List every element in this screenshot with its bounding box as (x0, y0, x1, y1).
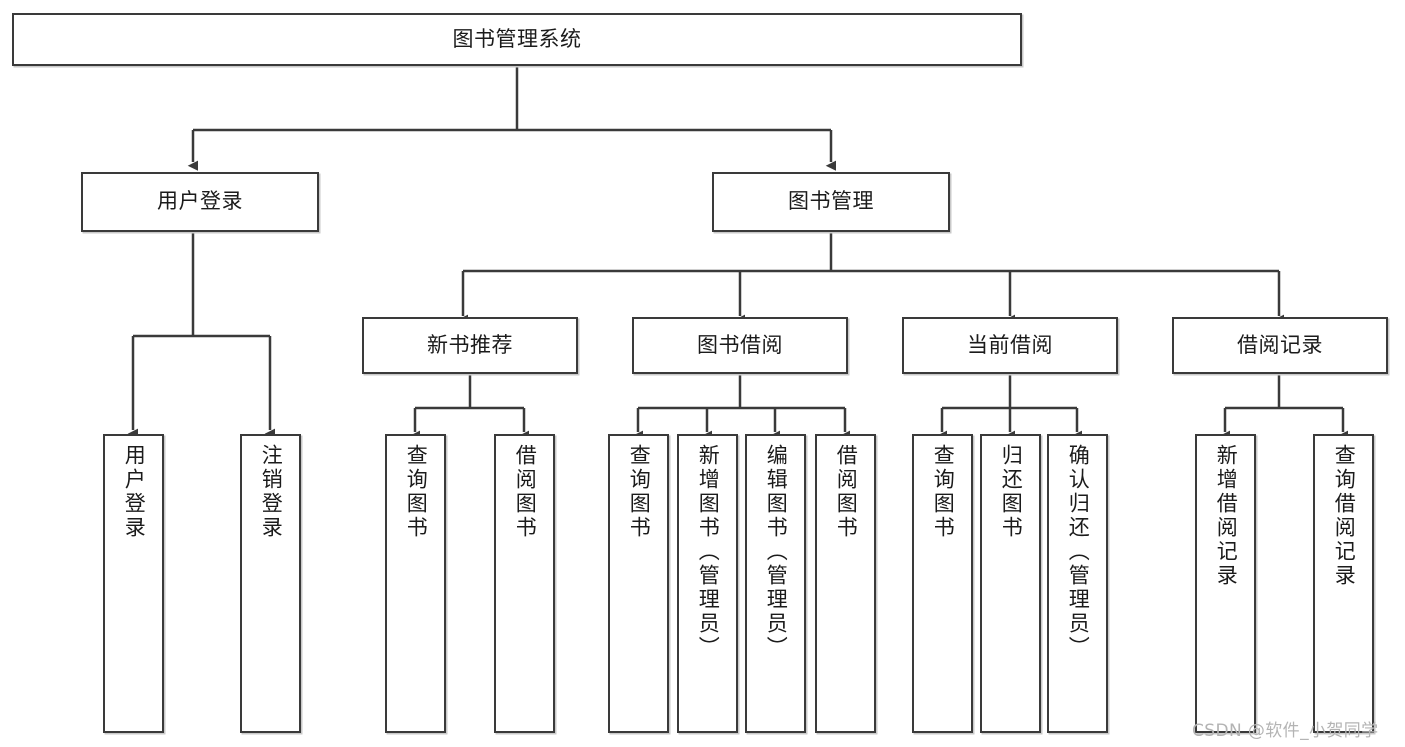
node-root-label: 图书管理系统 (452, 26, 582, 51)
node-user-login[interactable]: 用户登录 (81, 172, 319, 232)
node-current-borrow[interactable]: 当前借阅 (902, 317, 1118, 374)
node-borrow-record[interactable]: 借阅记录 (1172, 317, 1388, 374)
watermark-text: CSDN @软件_小贺同学 (1192, 721, 1379, 741)
leaf-query-book-2-label: 查询图书 (627, 444, 652, 540)
node-book-borrow-label: 图书借阅 (697, 332, 783, 357)
leaf-borrow-book-2[interactable]: 借阅图书 (815, 434, 876, 733)
node-root[interactable]: 图书管理系统 (12, 13, 1022, 66)
node-user-login-label: 用户登录 (157, 189, 243, 214)
leaf-query-record-label: 查询借阅记录 (1332, 444, 1357, 588)
leaf-user-login-label: 用户登录 (122, 444, 147, 540)
leaf-query-book-1[interactable]: 查询图书 (385, 434, 446, 733)
node-book-manage-label: 图书管理 (788, 189, 874, 214)
leaf-query-book-1-label: 查询图书 (404, 444, 429, 540)
leaf-query-book-3[interactable]: 查询图书 (912, 434, 973, 733)
leaf-add-record[interactable]: 新增借阅记录 (1195, 434, 1256, 733)
leaf-user-login[interactable]: 用户登录 (103, 434, 164, 733)
leaf-query-book-2[interactable]: 查询图书 (608, 434, 669, 733)
leaf-logout[interactable]: 注销登录 (240, 434, 301, 733)
leaf-borrow-book-1[interactable]: 借阅图书 (494, 434, 555, 733)
leaf-logout-label: 注销登录 (259, 444, 284, 540)
leaf-edit-book[interactable]: 编辑图书（管理员） (745, 434, 806, 733)
leaf-query-book-3-label: 查询图书 (931, 444, 956, 540)
leaf-query-record[interactable]: 查询借阅记录 (1313, 434, 1374, 733)
leaf-add-record-label: 新增借阅记录 (1214, 444, 1239, 588)
node-current-borrow-label: 当前借阅 (967, 332, 1053, 357)
leaf-return-book-label: 归还图书 (999, 444, 1024, 540)
leaf-borrow-book-1-label: 借阅图书 (513, 444, 538, 540)
leaf-confirm-return-label: 确认归还（管理员） (1066, 444, 1091, 660)
leaf-edit-book-label: 编辑图书（管理员） (764, 444, 789, 660)
node-new-book-rec[interactable]: 新书推荐 (362, 317, 578, 374)
leaf-add-book-label: 新增图书（管理员） (696, 444, 721, 660)
leaf-add-book[interactable]: 新增图书（管理员） (677, 434, 738, 733)
leaf-return-book[interactable]: 归还图书 (980, 434, 1041, 733)
leaf-confirm-return[interactable]: 确认归还（管理员） (1047, 434, 1108, 733)
node-new-book-rec-label: 新书推荐 (427, 332, 513, 357)
node-book-manage[interactable]: 图书管理 (712, 172, 950, 232)
leaf-borrow-book-2-label: 借阅图书 (834, 444, 859, 540)
node-borrow-record-label: 借阅记录 (1237, 332, 1323, 357)
node-book-borrow[interactable]: 图书借阅 (632, 317, 848, 374)
